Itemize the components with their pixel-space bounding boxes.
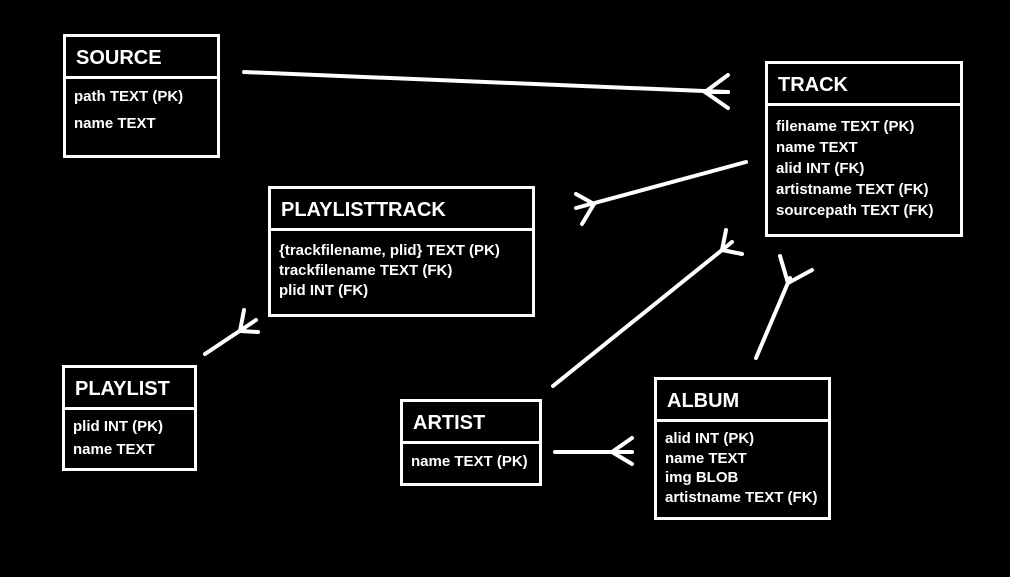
attribute-list: {trackfilename, plid} TEXT (PK) trackfil… [271, 231, 532, 307]
attribute-list: alid INT (PK) name TEXT img BLOB artistn… [657, 422, 828, 513]
rel-track-playlisttrack [574, 160, 748, 226]
rel-album-track [754, 254, 814, 360]
entity-artist[interactable]: ARTIST name TEXT (PK) [400, 399, 542, 486]
attribute-list: filename TEXT (PK) name TEXT alid INT (F… [768, 106, 960, 227]
attribute: filename TEXT (PK) [776, 118, 915, 135]
rel-source-track [242, 70, 730, 110]
entity-title: PLAYLISTTRACK [271, 189, 532, 231]
attribute: img BLOB [665, 469, 739, 486]
entity-playlist[interactable]: PLAYLIST plid INT (PK) name TEXT [62, 365, 197, 471]
attribute: sourcepath TEXT (FK) [776, 202, 934, 219]
entity-title: SOURCE [66, 37, 217, 79]
attribute-list: path TEXT (PK) name TEXT [66, 79, 217, 143]
rel-artist-track [551, 228, 744, 388]
entity-source[interactable]: SOURCE path TEXT (PK) name TEXT [63, 34, 220, 158]
attribute: plid INT (FK) [279, 282, 369, 299]
attribute: name TEXT [73, 441, 155, 458]
rel-artist-album [553, 436, 634, 466]
entity-track[interactable]: TRACK filename TEXT (PK) name TEXT alid … [765, 61, 963, 237]
attribute: artistname TEXT (FK) [665, 488, 818, 506]
attribute-list: plid INT (PK) name TEXT [65, 410, 194, 467]
attribute-list: name TEXT (PK) [403, 444, 539, 478]
entity-title: ARTIST [403, 402, 539, 444]
attribute: plid INT (PK) [73, 418, 163, 435]
attribute: alid INT (FK) [776, 160, 865, 177]
attribute: alid INT (PK) [665, 430, 755, 447]
attribute: path TEXT (PK) [74, 88, 184, 105]
entity-title: TRACK [768, 64, 960, 106]
rel-playlisttrack-playlist [203, 308, 260, 356]
attribute: name TEXT [74, 115, 156, 132]
entity-playlisttrack[interactable]: PLAYLISTTRACK {trackfilename, plid} TEXT… [268, 186, 535, 317]
attribute: name TEXT [665, 449, 747, 467]
entity-title: ALBUM [657, 380, 828, 422]
attribute: artistname TEXT (FK) [776, 181, 929, 198]
entity-album[interactable]: ALBUM alid INT (PK) name TEXT img BLOB a… [654, 377, 831, 520]
attribute: {trackfilename, plid} TEXT (PK) [279, 242, 500, 259]
entity-title: PLAYLIST [65, 368, 194, 410]
attribute: name TEXT (PK) [411, 453, 528, 470]
attribute: trackfilename TEXT (FK) [279, 262, 453, 279]
attribute: name TEXT [776, 139, 858, 156]
